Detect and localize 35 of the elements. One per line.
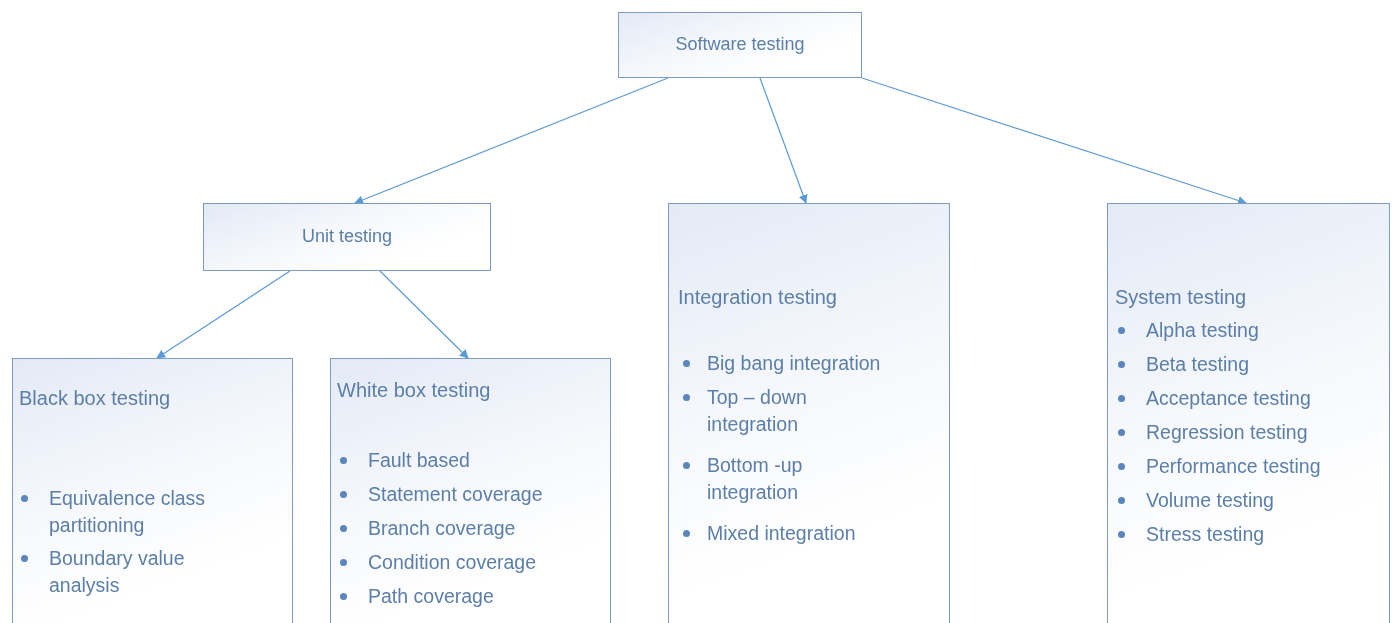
list-item: Performance testing: [1146, 454, 1322, 479]
list-item: Acceptance testing: [1146, 386, 1312, 411]
list-item: Regression testing: [1146, 420, 1309, 445]
arrow: [354, 77, 669, 205]
list-item: Bottom -up integration: [707, 453, 804, 505]
box-title: White box testing: [337, 379, 491, 402]
box-title: System testing: [1115, 286, 1247, 309]
list-item: Fault based: [368, 448, 471, 473]
list-item: Beta testing: [1146, 352, 1250, 377]
arrow: [379, 270, 469, 359]
arrow: [861, 77, 1247, 205]
list-item: Volume testing: [1146, 488, 1275, 513]
category-box: [12, 358, 293, 623]
list-item: Alpha testing: [1146, 318, 1260, 343]
box-title: Unit testing: [300, 226, 393, 247]
box-title: Black box testing: [19, 387, 171, 410]
list-item: Statement coverage: [368, 482, 544, 507]
topic-box: [203, 203, 491, 271]
list-item: Condition coverage: [368, 550, 538, 575]
box-title: Software testing: [674, 34, 806, 55]
box-title: Integration testing: [678, 286, 837, 309]
list-item: Boundary value analysis: [49, 546, 186, 598]
arrow: [156, 270, 291, 359]
list-item: Stress testing: [1146, 522, 1266, 547]
category-box: [668, 203, 950, 623]
list-item: Path coverage: [368, 584, 495, 609]
arrow: [759, 77, 808, 204]
list-item: Equivalence class partitioning: [49, 486, 207, 538]
category-box: [330, 358, 611, 623]
list-item: Branch coverage: [368, 516, 517, 541]
category-box: [1107, 203, 1390, 623]
list-item: Big bang integration: [707, 351, 882, 376]
list-item: Top – down integration: [707, 385, 808, 437]
list-item: Mixed integration: [707, 521, 857, 546]
topic-box: [618, 12, 862, 78]
